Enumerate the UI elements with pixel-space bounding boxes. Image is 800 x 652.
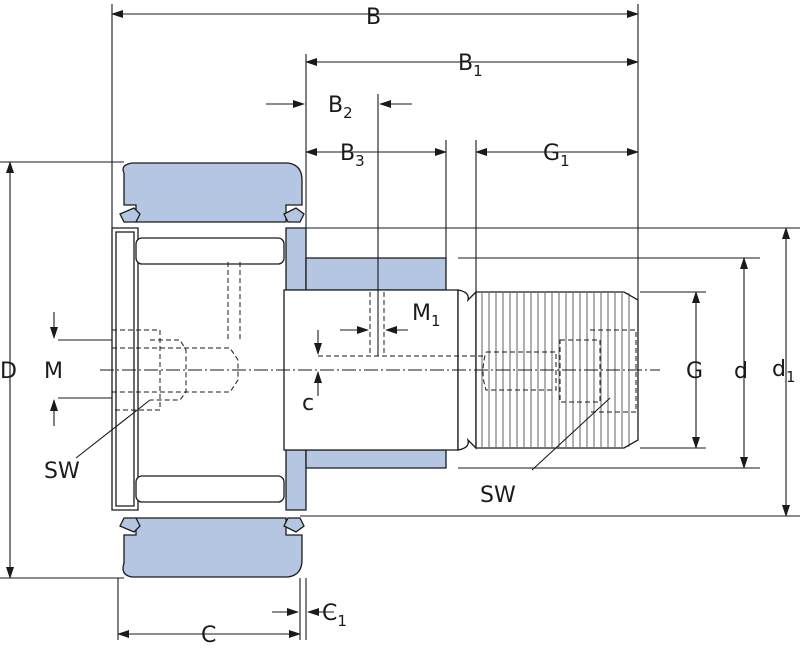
- label-B3: B3: [340, 141, 365, 170]
- label-D: D: [0, 359, 17, 384]
- flange-plate: [115, 231, 135, 507]
- label-SW-left: SW: [44, 459, 80, 484]
- outer-ring-bottom: [122, 517, 303, 578]
- seal-top-right: [283, 207, 305, 223]
- label-C1: C1: [322, 601, 347, 630]
- stud-shoulder: [305, 257, 447, 291]
- label-G1: G1: [543, 141, 570, 170]
- stud-shoulder-bottom: [305, 449, 447, 469]
- outer-ring-top: [122, 162, 303, 223]
- label-G: G: [686, 359, 703, 384]
- label-C: C: [201, 623, 216, 648]
- seal-top-left: [119, 207, 141, 223]
- label-d: d: [734, 359, 748, 384]
- label-d1: d1: [772, 357, 796, 386]
- hidden-lines: [112, 262, 637, 413]
- label-B2: B2: [328, 93, 353, 122]
- label-M1: M1: [412, 301, 441, 330]
- collar-bottom: [285, 449, 307, 511]
- needle-roller-top: [135, 237, 285, 265]
- label-B: B: [366, 5, 381, 30]
- label-c: c: [302, 391, 314, 416]
- seal-bottom-left: [119, 517, 141, 533]
- collar-top: [285, 227, 307, 291]
- seal-bottom-right: [283, 517, 305, 533]
- label-B1: B1: [458, 51, 483, 80]
- dimension-labels: B B1 B2 B3 G1 M1 D M c G d d1 SW SW C C1: [0, 5, 796, 648]
- needle-roller-bottom: [135, 475, 285, 503]
- dimension-lines: [0, 4, 800, 640]
- label-M: M: [44, 359, 63, 384]
- label-SW-right: SW: [480, 483, 516, 508]
